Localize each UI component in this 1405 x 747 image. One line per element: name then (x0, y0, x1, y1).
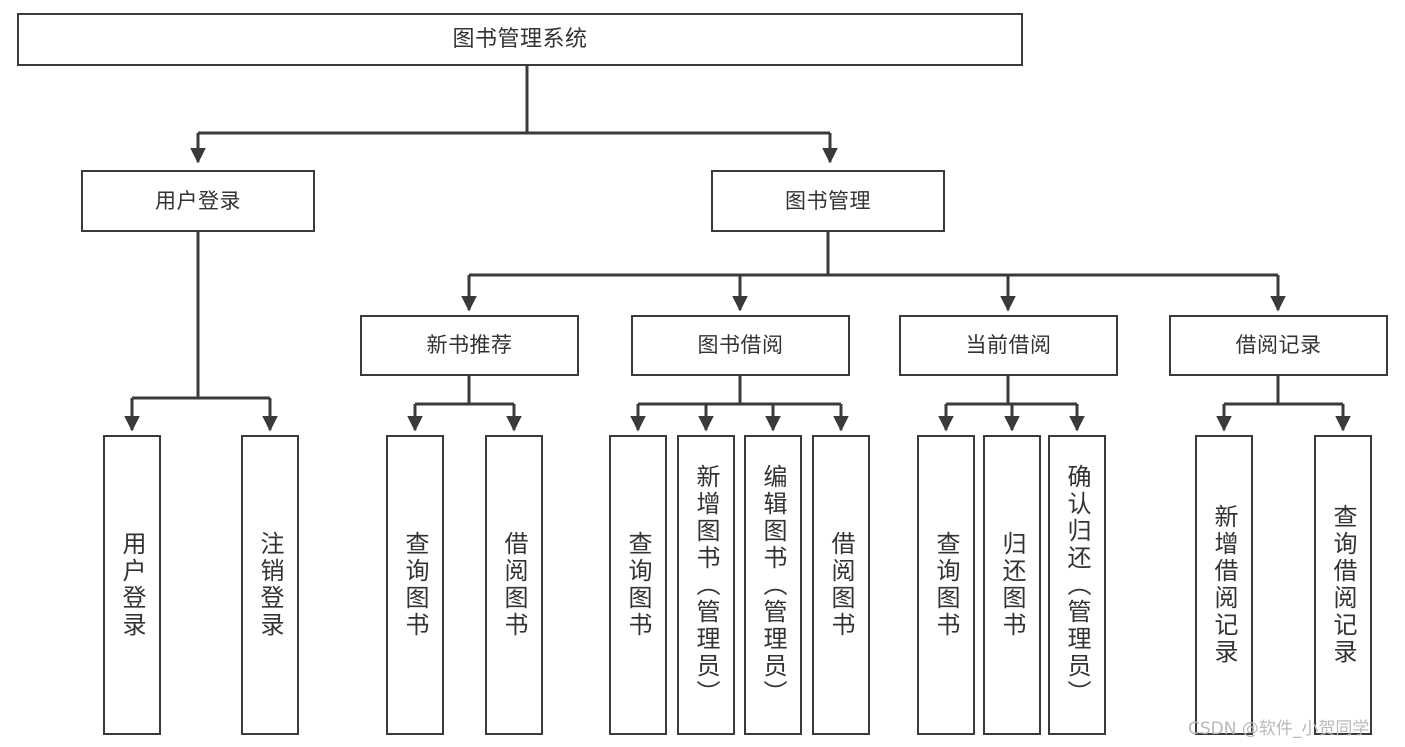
node-label: 新增借阅记录 (1210, 504, 1238, 666)
node-label: 用户登录 (118, 531, 146, 639)
leaf-add-book-admin[interactable]: 新增图书（管理员） (677, 435, 735, 735)
node-label: 查询图书 (932, 531, 960, 639)
leaf-borrow-book-new-rec[interactable]: 借阅图书 (485, 435, 543, 735)
node-label: 注销登录 (256, 531, 284, 639)
node-label: 确认归还（管理员） (1063, 463, 1091, 707)
node-label: 查询图书 (401, 531, 429, 639)
leaf-borrow-book[interactable]: 借阅图书 (812, 435, 870, 735)
node-borrowing-record[interactable]: 借阅记录 (1169, 315, 1388, 376)
node-root-book-management-system[interactable]: 图书管理系统 (17, 13, 1023, 66)
node-label: 借阅图书 (500, 531, 528, 639)
leaf-query-borrow-record[interactable]: 查询借阅记录 (1314, 435, 1372, 735)
node-label: 当前借阅 (965, 333, 1052, 358)
node-user-login[interactable]: 用户登录 (81, 170, 315, 232)
node-label: 借阅记录 (1235, 333, 1322, 358)
node-label: 新增图书（管理员） (692, 463, 720, 707)
node-label: 用户登录 (155, 188, 241, 213)
node-label: 借阅图书 (827, 531, 855, 639)
leaf-return-book[interactable]: 归还图书 (983, 435, 1041, 735)
node-label: 编辑图书（管理员） (759, 463, 787, 707)
node-current-borrowing[interactable]: 当前借阅 (899, 315, 1118, 376)
leaf-query-book-new-rec[interactable]: 查询图书 (386, 435, 444, 735)
leaf-confirm-return-admin[interactable]: 确认归还（管理员） (1048, 435, 1106, 735)
csdn-watermark: CSDN @软件_小贺同学 (1188, 719, 1370, 739)
node-label: 归还图书 (998, 531, 1026, 639)
leaf-query-book-borrow[interactable]: 查询图书 (609, 435, 667, 735)
node-label: 新书推荐 (426, 333, 513, 358)
leaf-query-book-current[interactable]: 查询图书 (917, 435, 975, 735)
node-label: 查询借阅记录 (1329, 504, 1357, 666)
node-new-book-recommendation[interactable]: 新书推荐 (360, 315, 579, 376)
node-label: 图书借阅 (697, 333, 784, 358)
node-label: 图书管理系统 (452, 26, 588, 52)
node-book-borrowing[interactable]: 图书借阅 (631, 315, 850, 376)
node-label: 查询图书 (624, 531, 652, 639)
node-book-management[interactable]: 图书管理 (711, 170, 945, 232)
leaf-user-login[interactable]: 用户登录 (103, 435, 161, 735)
leaf-edit-book-admin[interactable]: 编辑图书（管理员） (744, 435, 802, 735)
node-label: 图书管理 (785, 188, 871, 213)
leaf-logout[interactable]: 注销登录 (241, 435, 299, 735)
leaf-add-borrow-record[interactable]: 新增借阅记录 (1195, 435, 1253, 735)
